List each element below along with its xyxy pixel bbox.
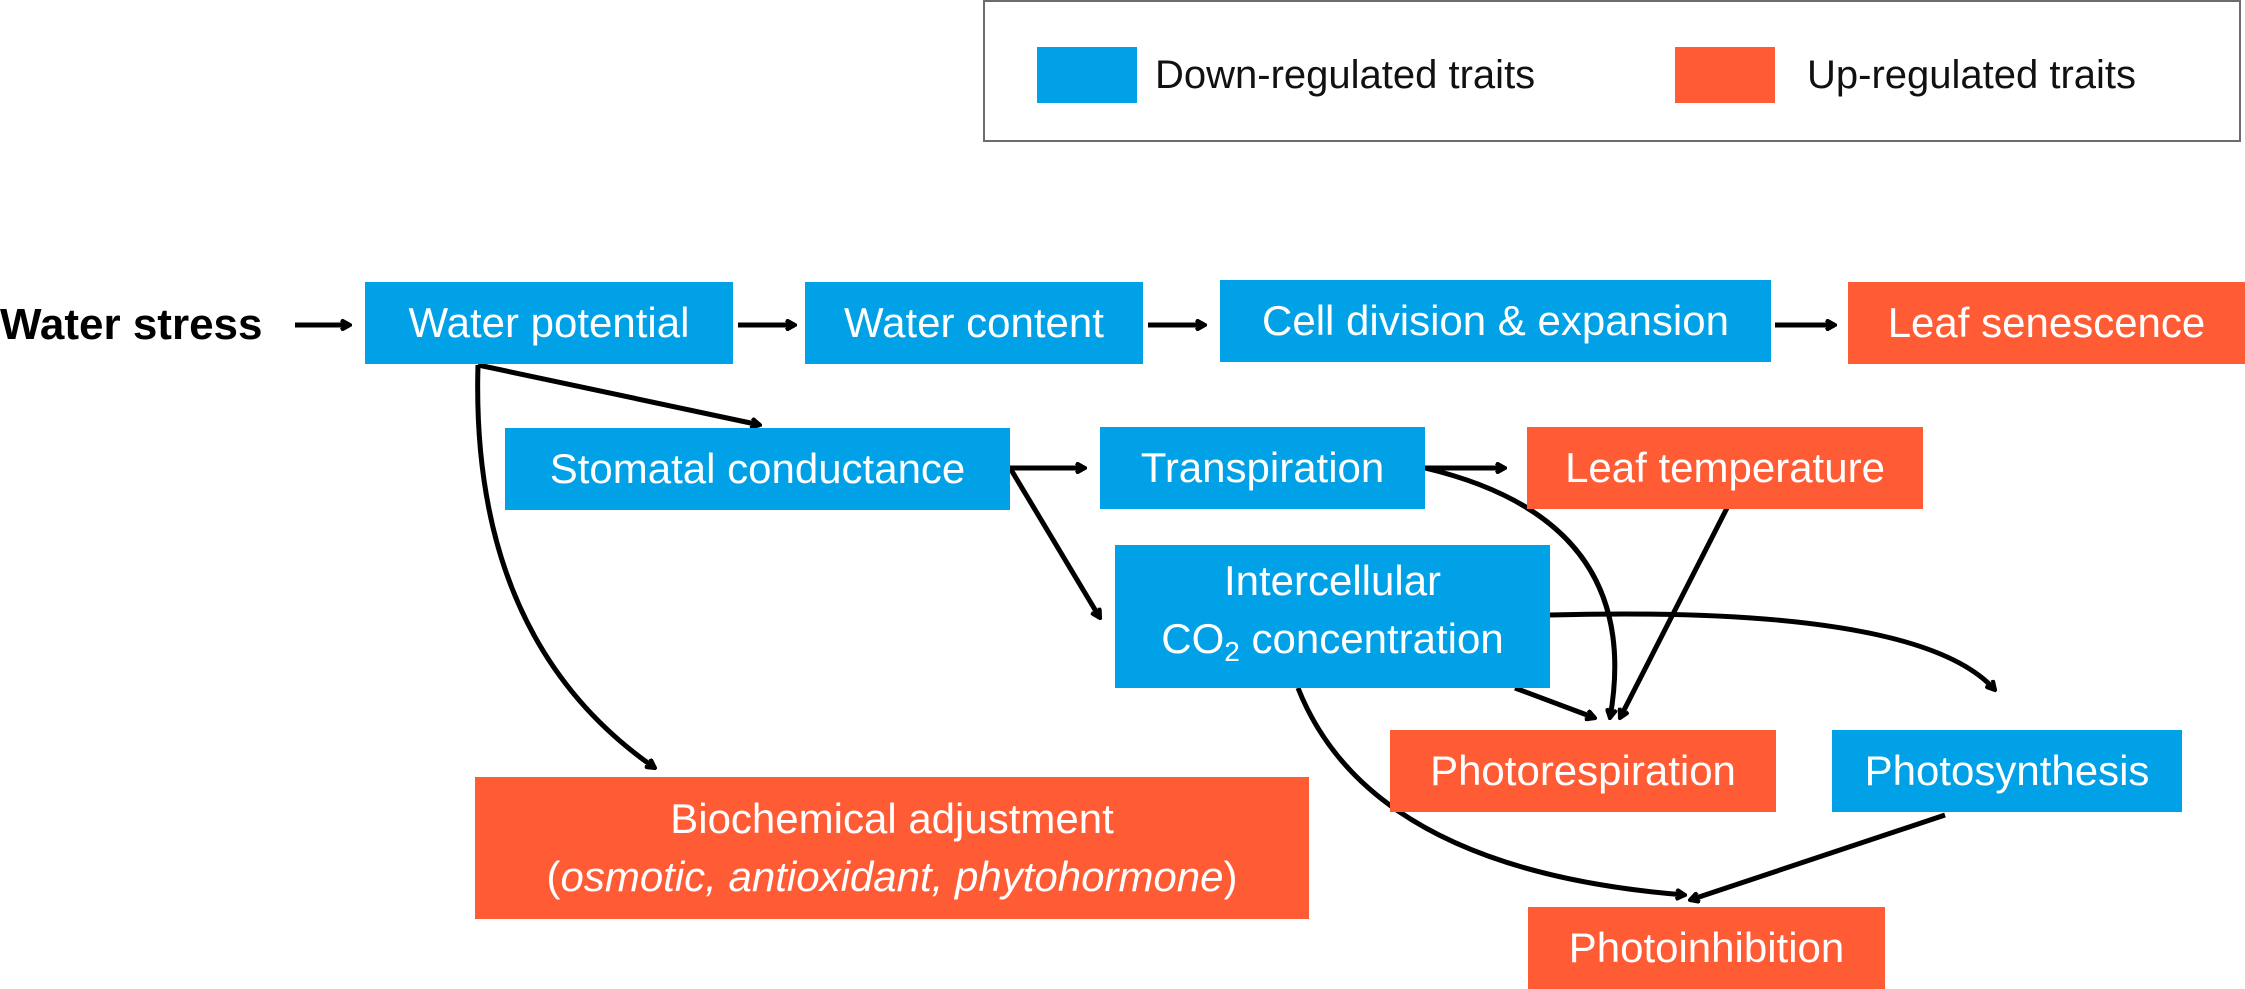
biochemical-open-paren: ( [546, 853, 561, 900]
node-leaf-temperature: Leaf temperature [1527, 427, 1923, 509]
node-intercellular-co2: Intercellular CO2 concentration [1115, 545, 1550, 688]
intercellular-line1: Intercellular [1223, 557, 1442, 604]
arrow-potential-to-stomatal [477, 362, 760, 425]
legend-down-label: Down-regulated traits [1155, 53, 1536, 97]
co2-text: CO [1161, 615, 1225, 662]
arrow-intercellular-to-photoresp [1514, 685, 1595, 718]
biochemical-line1: Biochemical adjustment [670, 795, 1114, 842]
concentration-text: concentration [1239, 615, 1504, 662]
biochemical-details: osmotic, antioxidant, phytohormone [560, 853, 1224, 900]
node-cell-division: Cell division & expansion [1220, 280, 1771, 362]
arrow-potential-to-biochemical [475, 364, 655, 768]
intercellular-line2: CO2 concentration [1161, 610, 1503, 681]
biochemical-close-paren: ) [1223, 853, 1238, 900]
co2-subscript: 2 [1224, 636, 1240, 667]
arrow-photosynthesis-to-photoinhibition [1690, 812, 1946, 900]
biochemical-line2: (osmotic, antioxidant, phytohormone) [546, 848, 1237, 906]
arrow-transpiration-to-photoresp [1424, 465, 1615, 718]
node-photoinhibition: Photoinhibition [1528, 907, 1885, 989]
legend-up-swatch [1675, 47, 1775, 103]
legend-up-label: Up-regulated traits [1807, 53, 2137, 97]
node-water-potential: Water potential [365, 282, 733, 364]
arrow-stomatal-to-intercellular [1007, 466, 1103, 618]
node-photosynthesis: Photosynthesis [1832, 730, 2182, 812]
legend: Down-regulated traits Up-regulated trait… [983, 0, 2241, 142]
legend-down-swatch [1037, 47, 1137, 103]
arrow-intercellular-to-photosynthesis [1549, 611, 1995, 690]
node-photorespiration: Photorespiration [1390, 730, 1776, 812]
water-stress-label: Water stress [0, 300, 263, 349]
node-leaf-senescence: Leaf senescence [1848, 282, 2245, 364]
node-biochemical-adjustment: Biochemical adjustment (osmotic, antioxi… [475, 777, 1309, 919]
node-water-content: Water content [805, 282, 1143, 364]
arrow-intercellular-to-photoinhibition [1295, 687, 1685, 895]
node-stomatal-conductance: Stomatal conductance [505, 428, 1010, 510]
node-transpiration: Transpiration [1100, 427, 1425, 509]
